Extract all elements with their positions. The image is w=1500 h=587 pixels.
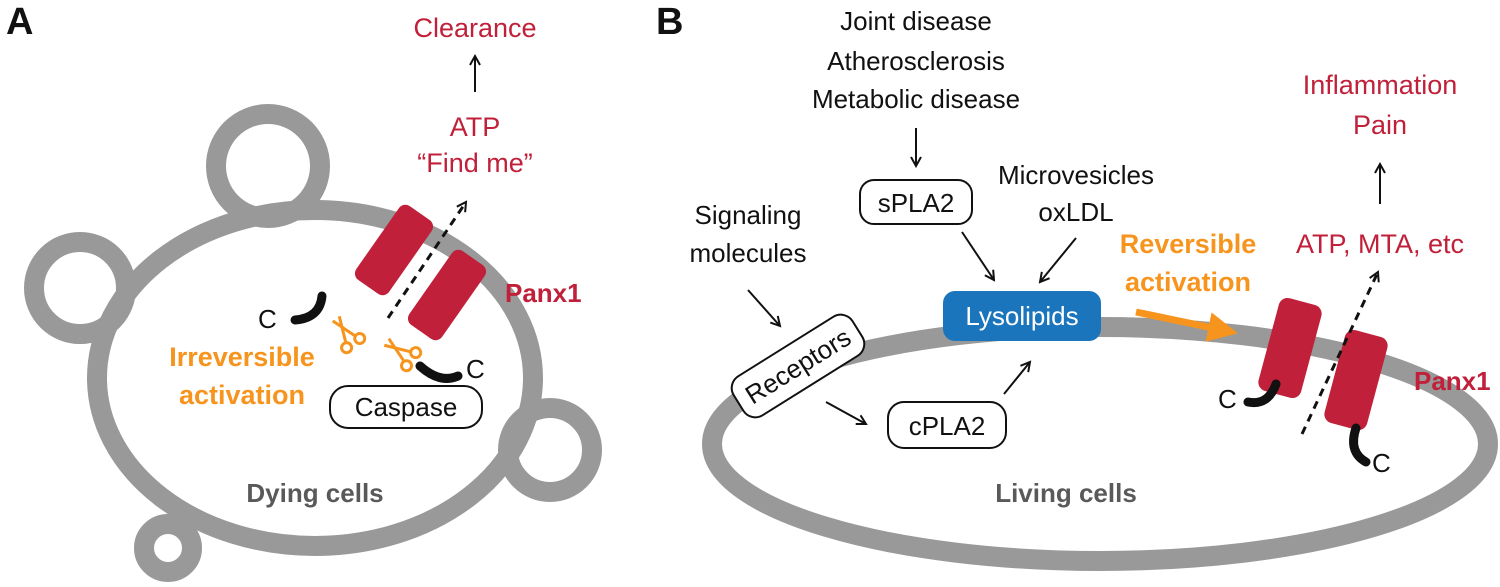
c-terminal-tail-b2 bbox=[1349, 423, 1371, 467]
dying-cell-membrane bbox=[24, 104, 602, 582]
panx1-channel-a bbox=[354, 204, 487, 341]
panel-b-letter: B bbox=[656, 1, 683, 43]
signaling-label-line1: Signaling bbox=[695, 200, 802, 230]
scissors-icon bbox=[331, 315, 367, 355]
clearance-label: Clearance bbox=[413, 13, 536, 43]
dying-cell-body bbox=[87, 200, 543, 556]
panx1-subunit-left bbox=[354, 204, 434, 296]
caspase-box bbox=[329, 385, 483, 429]
lysolipids-label: Lysolipids bbox=[965, 301, 1078, 331]
panx1-subunit-right bbox=[407, 249, 487, 341]
panel-b: B Joint disease Atherosclerosis Metaboli… bbox=[656, 1, 1498, 571]
c-terminal-label-a2: C bbox=[466, 354, 485, 384]
dying-cells-label: Dying cells bbox=[246, 478, 383, 508]
apoptotic-bleb-left bbox=[24, 232, 136, 344]
c-terminal-tail-b1 bbox=[1243, 379, 1281, 408]
signaling-label-line2: molecules bbox=[689, 238, 806, 268]
c-terminal-tail-a1 bbox=[290, 291, 327, 325]
apoptotic-bleb-right bbox=[498, 398, 602, 502]
panel-a-letter: A bbox=[6, 1, 33, 43]
living-cells-label: Living cells bbox=[995, 478, 1137, 508]
oxldl-label: oxLDL bbox=[1038, 197, 1113, 227]
oxldl-to-lysolipids-arrow bbox=[1040, 237, 1077, 282]
find-me-label: “Find me” bbox=[417, 148, 533, 178]
atp-release-arrow-b bbox=[1300, 272, 1378, 435]
reversible-label-line1: Reversible bbox=[1120, 229, 1257, 259]
scissors-icon bbox=[383, 337, 423, 373]
spla2-box bbox=[859, 179, 973, 225]
reversible-activation-arrow bbox=[1135, 308, 1238, 342]
inflammation-label: Inflammation bbox=[1303, 70, 1458, 100]
signaling-to-receptors-arrow bbox=[747, 289, 780, 326]
apoptotic-bleb-bottom bbox=[134, 514, 202, 582]
lysolipids-box bbox=[943, 291, 1101, 341]
apoptotic-bleb-top bbox=[206, 104, 330, 228]
c-terminal-label-b2: C bbox=[1372, 448, 1391, 478]
c-terminal-label-a1: C bbox=[258, 304, 277, 334]
cpla2-box bbox=[887, 401, 1007, 449]
irreversible-label-line2: activation bbox=[179, 380, 305, 410]
panx1-subunit-left-b bbox=[1258, 297, 1322, 399]
spla2-to-lysolipids-arrow bbox=[961, 231, 994, 280]
c-terminal-label-b1: C bbox=[1218, 384, 1237, 414]
c-terminal-tail-a2 bbox=[415, 361, 463, 383]
atp-label-a: ATP bbox=[450, 112, 501, 142]
pain-label: Pain bbox=[1353, 110, 1407, 140]
panx1-label-a: Panx1 bbox=[505, 278, 582, 308]
disease-joint: Joint disease bbox=[840, 6, 992, 36]
irreversible-label-line1: Irreversible bbox=[169, 342, 315, 372]
caspase-label: Caspase bbox=[355, 392, 458, 422]
cpla2-label: cPLA2 bbox=[909, 411, 986, 441]
disease-atherosclerosis: Atherosclerosis bbox=[827, 46, 1005, 76]
panx1-label-b: Panx1 bbox=[1414, 366, 1491, 396]
receptors-box: Receptors bbox=[730, 313, 866, 419]
receptors-to-cpla2-arrow bbox=[825, 401, 866, 424]
microvesicles-label: Microvesicles bbox=[998, 160, 1154, 190]
disease-metabolic: Metabolic disease bbox=[812, 84, 1020, 114]
cpla2-to-lysolipids-arrow bbox=[1003, 362, 1030, 395]
reversible-label-line2: activation bbox=[1125, 267, 1251, 297]
atp-release-arrow-a bbox=[386, 202, 468, 319]
spla2-label: sPLA2 bbox=[878, 188, 955, 218]
atp-mta-label: ATP, MTA, etc bbox=[1296, 229, 1464, 259]
panel-a: A C C bbox=[6, 1, 602, 582]
